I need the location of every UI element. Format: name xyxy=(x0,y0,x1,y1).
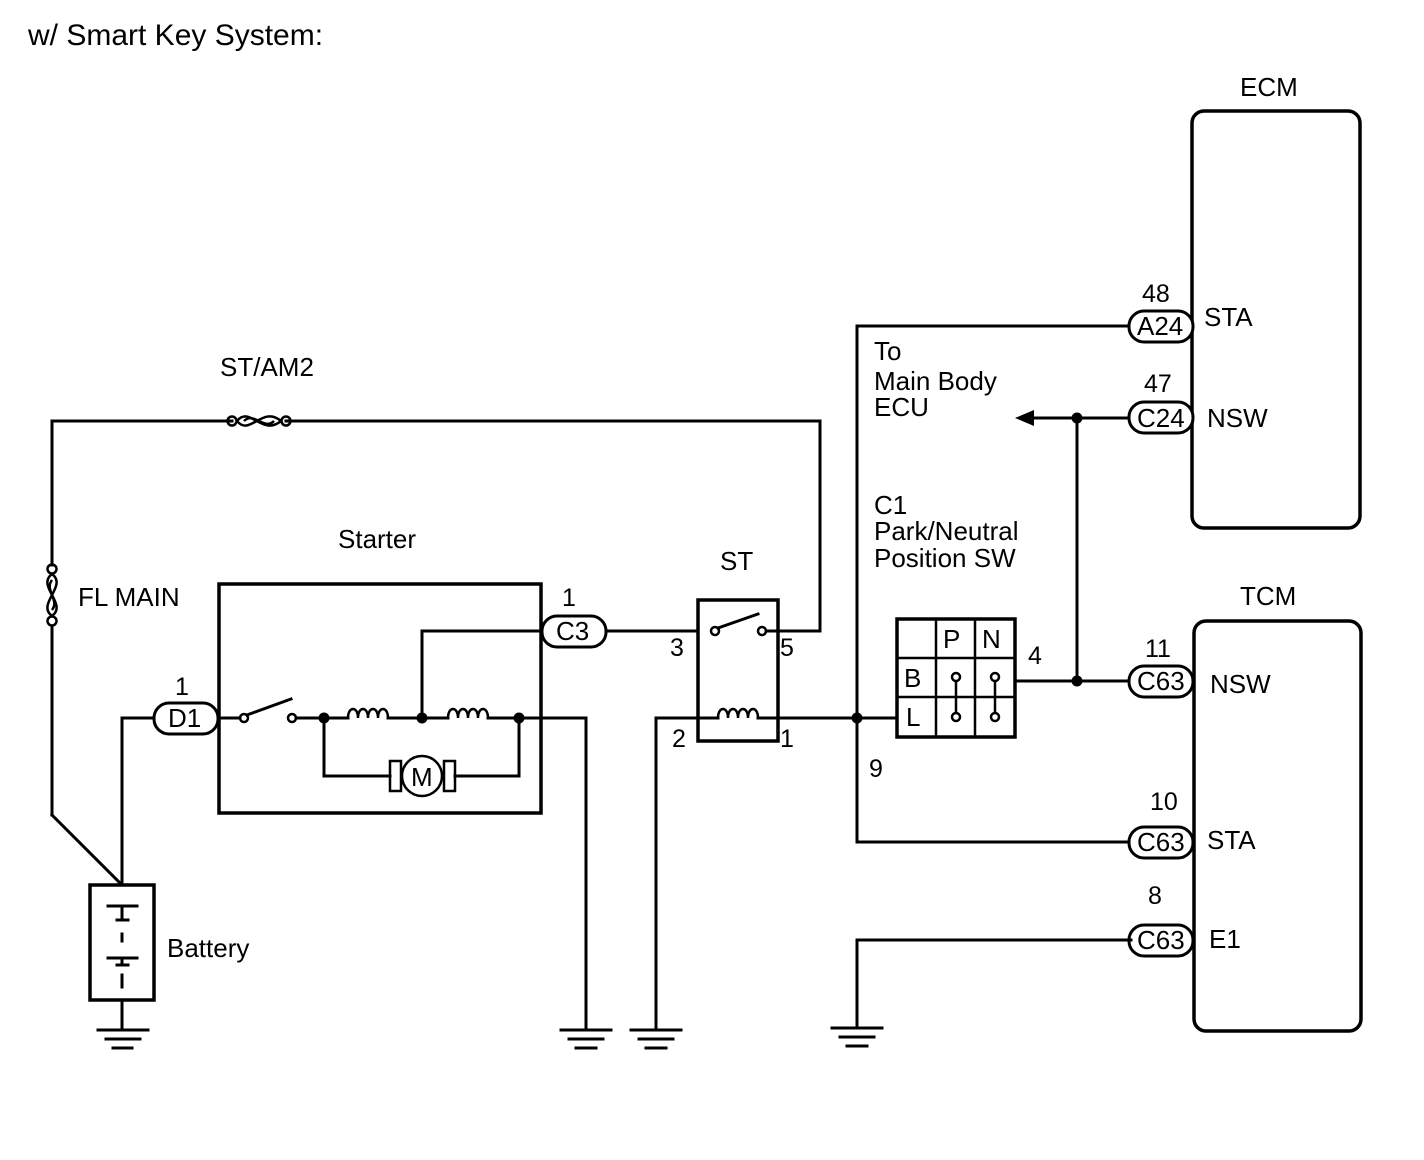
connector-d1-pin: 1 xyxy=(175,673,189,701)
connector-c63-label: C63 xyxy=(1137,827,1185,857)
tcm-label: TCM xyxy=(1240,581,1296,611)
to-main-body-ecu: To Main Body ECU xyxy=(874,336,1133,426)
connector-c63 xyxy=(1127,664,1195,699)
ecm: ECM 48 A24 STA 47 C24 NSW xyxy=(1127,72,1362,530)
coil-icon xyxy=(446,707,490,719)
park-neutral-switch: C1 Park/Neutral Position SW P N B L 4 xyxy=(874,412,1133,739)
ecm-pin-48: 48 xyxy=(1142,280,1170,308)
tcm-sta-label: STA xyxy=(1207,825,1256,855)
connector-c3-label: C3 xyxy=(556,616,589,646)
st-relay-label: ST xyxy=(720,546,753,576)
arrow-left-icon xyxy=(1015,410,1034,426)
pnp-switch-pin-4: 4 xyxy=(1028,642,1042,670)
ecm-label: ECM xyxy=(1240,72,1298,102)
pnp-col-p: P xyxy=(943,624,960,654)
tcm: TCM 11 C63 NSW 10 C63 STA 8 C63 E1 xyxy=(830,581,1363,1048)
diagram-title: w/ Smart Key System: xyxy=(27,19,323,52)
connector-a24-label: A24 xyxy=(1137,311,1183,341)
pnp-row-b: B xyxy=(904,663,921,693)
ground-icon xyxy=(559,1028,613,1050)
connector-a24 xyxy=(1127,309,1195,344)
st-relay-pin-2: 2 xyxy=(672,725,686,753)
st-relay-pin-1: 1 xyxy=(780,725,794,753)
st-relay: ST 3 5 2 1 xyxy=(604,546,899,1050)
tcm-pin-8: 8 xyxy=(1148,882,1162,910)
to-ecu-line2: Main Body xyxy=(874,366,997,396)
pnp-line3: Position SW xyxy=(874,543,1016,573)
st-am2-label: ST/AM2 xyxy=(220,352,314,382)
connector-d1-label: D1 xyxy=(168,703,201,733)
pnp-switch-pin-9: 9 xyxy=(869,755,883,783)
relay-coil-icon xyxy=(716,707,760,719)
starter: Starter D1 1 M C3 1 xyxy=(120,524,613,1050)
battery: Battery xyxy=(88,716,249,1050)
connector-c24 xyxy=(1127,400,1195,435)
tcm-nsw-label: NSW xyxy=(1210,669,1271,699)
ecm-nsw-label: NSW xyxy=(1207,403,1268,433)
coil-icon xyxy=(346,707,390,719)
pnp-col-n: N xyxy=(982,624,1001,654)
fl-main-fuse-icon xyxy=(46,573,58,617)
battery-label: Battery xyxy=(167,933,249,963)
connector-c3-pin: 1 xyxy=(562,584,576,612)
tcm-pin-11: 11 xyxy=(1145,635,1171,663)
st-relay-pin-3: 3 xyxy=(670,634,684,662)
st-am2-circuit: ST/AM2 xyxy=(50,352,822,633)
motor-icon xyxy=(400,754,444,798)
fl-main-fuse: FL MAIN xyxy=(46,563,180,888)
st-am2-fuse-icon xyxy=(236,415,282,427)
ecm-pin-47: 47 xyxy=(1144,370,1172,398)
ecm-sta-label: STA xyxy=(1204,302,1253,332)
connector-c63-label: C63 xyxy=(1137,925,1185,955)
fl-main-label: FL MAIN xyxy=(78,582,180,612)
tcm-e1-label: E1 xyxy=(1209,924,1241,954)
pnp-line2: Park/Neutral xyxy=(874,516,1019,546)
to-ecu-line3: ECU xyxy=(874,392,929,422)
connector-c24-label: C24 xyxy=(1137,403,1185,433)
motor-label: M xyxy=(411,762,433,792)
pnp-row-l: L xyxy=(906,702,920,732)
pnp-line1: C1 xyxy=(874,490,907,520)
connector-c63 xyxy=(1127,825,1195,860)
to-ecu-line1: To xyxy=(874,336,901,366)
ground-icon xyxy=(629,1028,683,1050)
starter-label: Starter xyxy=(338,524,416,554)
tcm-pin-10: 10 xyxy=(1150,788,1178,816)
st-relay-pin-5: 5 xyxy=(780,634,794,662)
ground-icon xyxy=(830,1026,884,1048)
ground-icon xyxy=(96,1028,150,1050)
connector-c63-label: C63 xyxy=(1137,666,1185,696)
sta-wire: 9 xyxy=(851,324,1133,844)
